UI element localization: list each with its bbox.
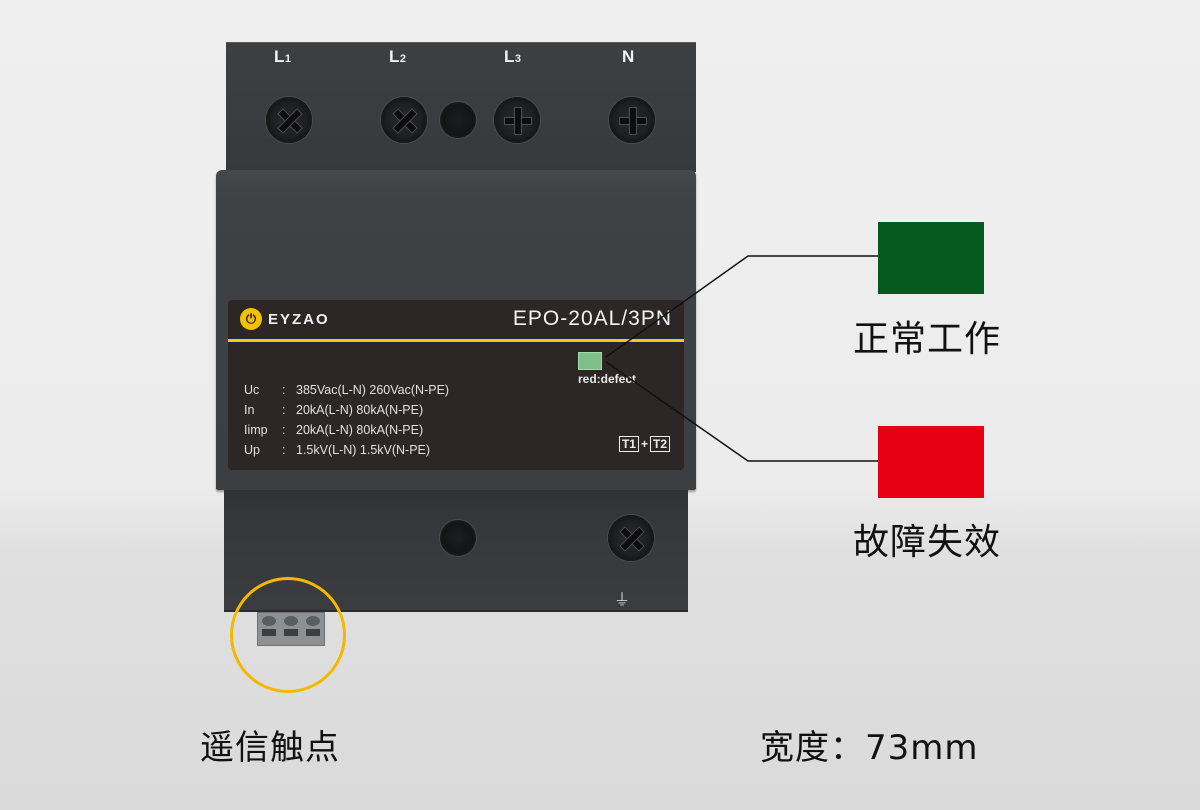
model-number: EPO-20AL/3PN	[512, 307, 672, 330]
bottom-hole-icon	[440, 520, 476, 556]
type-t1-badge: T1	[618, 436, 639, 452]
screw-l3-icon	[494, 97, 540, 143]
screw-pe-icon	[608, 515, 654, 561]
spec-row-up: Up:1.5kV(L-N) 1.5kV(N-PE)	[244, 443, 431, 457]
spec-row-uc: Uc:385Vac(L-N) 260Vac(N-PE)	[244, 383, 450, 397]
terminal-label-n: N	[622, 47, 635, 66]
plug-icon: ⏻	[240, 308, 262, 330]
spec-row-in: In:20kA(L-N) 80kA(N-PE)	[244, 403, 424, 417]
screw-l2-icon	[381, 97, 427, 143]
width-caption: 宽度：73mm	[760, 728, 979, 768]
remote-contact-caption: 遥信触点	[200, 728, 340, 768]
terminal-label-l2: L2	[389, 47, 407, 66]
accent-stripe	[228, 338, 684, 343]
center-hole-icon	[440, 102, 476, 138]
terminal-label-l1: L1	[274, 47, 292, 66]
ground-icon: ⏚	[614, 590, 631, 609]
screw-n-icon	[609, 97, 655, 143]
terminal-label-l3: L3	[504, 47, 522, 66]
device-label-panel: ⏻ EYZAO EPO-20AL/3PN red:defect Uc:385Va…	[228, 300, 684, 470]
screw-l1-icon	[266, 97, 312, 143]
status-indicator-window	[578, 352, 602, 370]
spec-list: Uc:385Vac(L-N) 260Vac(N-PE) In:20kA(L-N)…	[244, 380, 449, 460]
type-class-badges: T1 + T2	[618, 436, 670, 452]
highlight-circle	[230, 577, 346, 693]
device-top-terminal-block: L1 L2 L3 N	[226, 42, 696, 172]
normal-status-swatch	[878, 222, 984, 294]
type-t2-badge: T2	[649, 436, 670, 452]
fault-status-swatch	[878, 426, 984, 498]
indicator-label: red:defect	[578, 372, 637, 386]
brand-name: EYZAO	[268, 310, 330, 328]
brand: ⏻ EYZAO	[240, 308, 330, 330]
fault-status-label: 故障失效	[853, 522, 1002, 563]
normal-status-label: 正常工作	[853, 319, 1002, 360]
spec-row-iimp: Iimp:20kA(L-N) 80kA(N-PE)	[244, 423, 424, 437]
